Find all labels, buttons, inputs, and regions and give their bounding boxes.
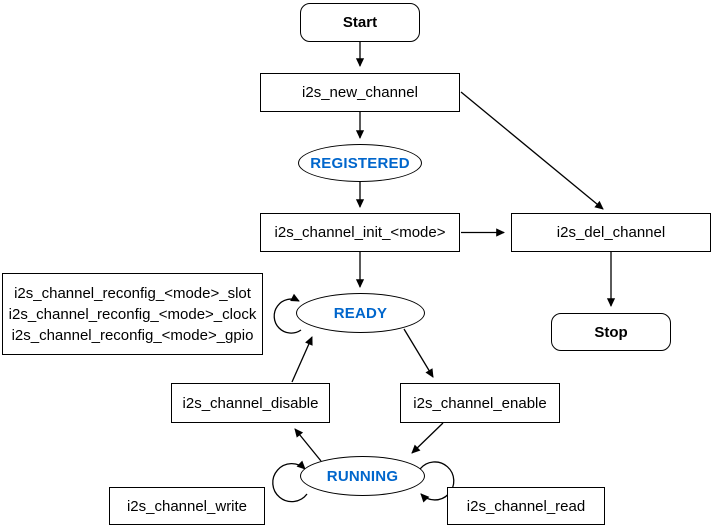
node-i2s-channel-enable-label: i2s_channel_enable: [413, 394, 547, 412]
node-i2s-channel-write-label: i2s_channel_write: [126, 497, 248, 515]
edge-ready-to-enable: [403, 328, 434, 378]
edge-running-to-disable: [294, 428, 322, 462]
node-i2s-channel-init: i2s_channel_init_<mode>: [260, 213, 460, 252]
node-state-running-label: RUNNING: [326, 467, 399, 485]
node-i2s-channel-read: i2s_channel_read: [447, 487, 605, 525]
node-i2s-channel-disable: i2s_channel_disable: [171, 383, 330, 423]
node-i2s-new-channel: i2s_new_channel: [260, 73, 460, 112]
reconfig-line-slot: i2s_channel_reconfig_<mode>_slot: [14, 284, 251, 302]
node-state-registered: REGISTERED: [298, 144, 422, 182]
edge-disable-to-ready: [291, 336, 313, 383]
node-i2s-channel-write: i2s_channel_write: [109, 487, 265, 525]
node-start: Start: [300, 3, 420, 42]
node-stop-label: Stop: [594, 323, 628, 341]
node-i2s-new-channel-label: i2s_new_channel: [302, 84, 418, 101]
node-state-ready-label: READY: [333, 304, 388, 322]
node-start-label: Start: [342, 14, 378, 31]
node-state-running: RUNNING: [300, 456, 425, 496]
node-i2s-del-channel-label: i2s_del_channel: [556, 224, 666, 241]
reconfig-line-gpio: i2s_channel_reconfig_<mode>_gpio: [11, 326, 254, 344]
edge-running-self-loop-left: [272, 460, 308, 503]
edge-running-self-loop-right: [419, 461, 455, 503]
node-state-ready: READY: [296, 293, 425, 333]
node-state-registered-label: REGISTERED: [310, 154, 410, 172]
reconfig-line-clock: i2s_channel_reconfig_<mode>_clock: [8, 305, 257, 323]
edge-new-channel-to-del-channel: [460, 91, 604, 210]
node-i2s-channel-read-label: i2s_channel_read: [466, 497, 586, 515]
node-stop: Stop: [551, 313, 671, 351]
edge-enable-to-running: [411, 422, 444, 454]
node-i2s-channel-disable-label: i2s_channel_disable: [182, 394, 319, 412]
node-i2s-channel-enable: i2s_channel_enable: [400, 383, 560, 423]
node-reconfig-functions: i2s_channel_reconfig_<mode>_slot i2s_cha…: [2, 273, 263, 355]
node-i2s-channel-init-label: i2s_channel_init_<mode>: [274, 224, 446, 241]
edge-ready-self-loop: [273, 293, 302, 334]
node-i2s-del-channel: i2s_del_channel: [511, 213, 711, 252]
